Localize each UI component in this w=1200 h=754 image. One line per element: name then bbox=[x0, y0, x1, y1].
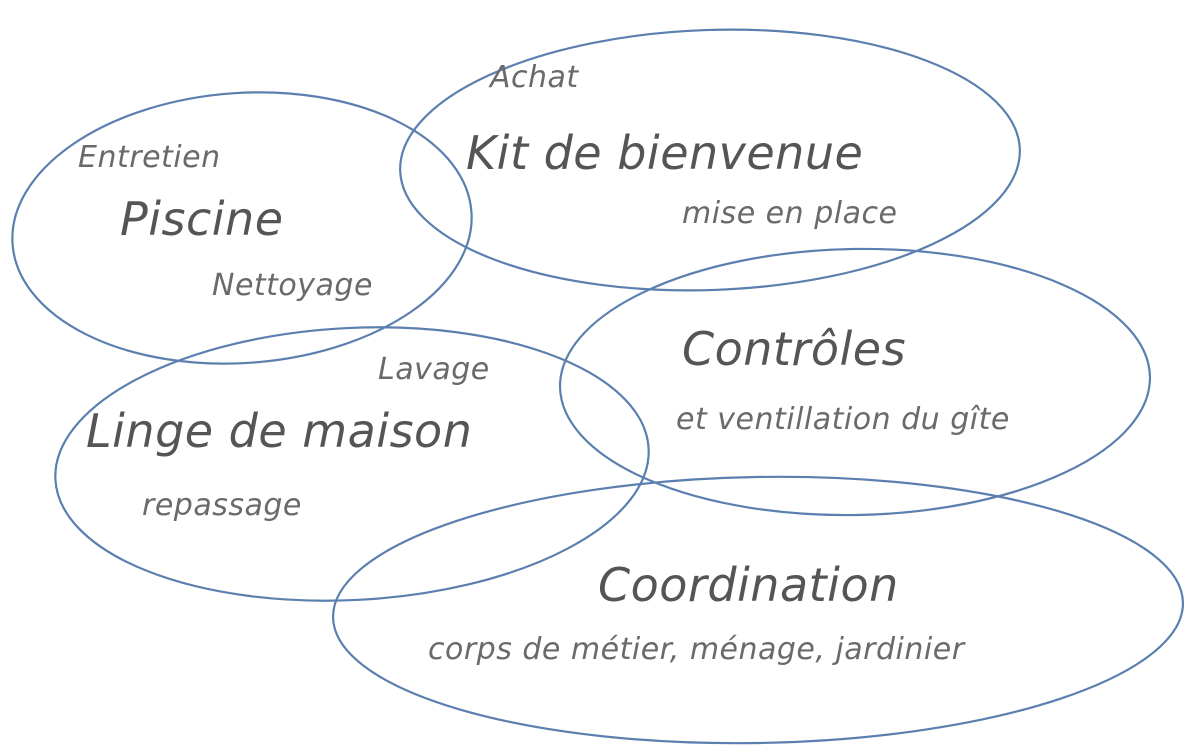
kit-ellipse bbox=[399, 28, 1021, 292]
controles-ellipse bbox=[558, 247, 1152, 517]
coordination-sub-roles: corps de métier, ménage, jardinier bbox=[428, 632, 965, 667]
linge-sub-lavage: Lavage bbox=[378, 352, 490, 387]
kit-title: Kit de bienvenue bbox=[466, 126, 864, 180]
coordination-ellipse bbox=[331, 475, 1185, 745]
linge-sub-repassage: repassage bbox=[142, 488, 302, 523]
linge-ellipse bbox=[54, 326, 650, 602]
piscine-sub-entretien: Entretien bbox=[78, 140, 221, 175]
controles-title: Contrôles bbox=[682, 322, 907, 376]
linge-title: Linge de maison bbox=[86, 404, 473, 458]
controles-sub-ventilation: et ventillation du gîte bbox=[676, 402, 1010, 437]
kit-sub-mise-en-place: mise en place bbox=[682, 196, 898, 231]
piscine-title: Piscine bbox=[120, 192, 284, 246]
piscine-ellipse bbox=[11, 91, 473, 365]
kit-sub-achat: Achat bbox=[490, 60, 579, 95]
piscine-sub-nettoyage: Nettoyage bbox=[212, 268, 373, 303]
coordination-title: Coordination bbox=[598, 558, 899, 612]
